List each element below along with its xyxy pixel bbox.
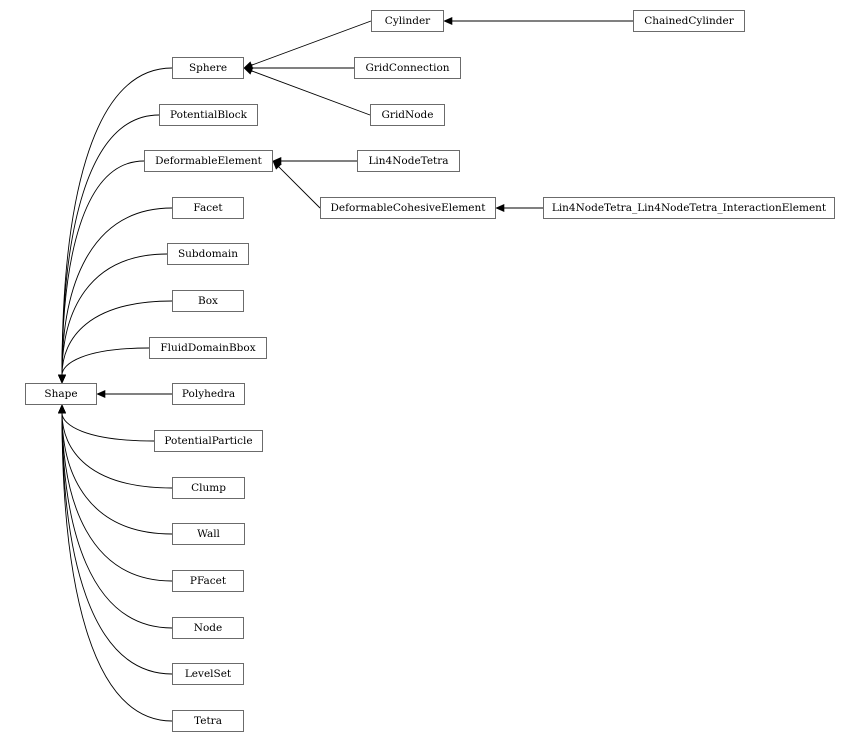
class-node-pfacet[interactable]: PFacet (172, 570, 244, 592)
edge-tetra-to-shape (58, 404, 173, 722)
edge-line (61, 160, 145, 376)
class-node-box[interactable]: Box (172, 290, 244, 312)
edge-line (61, 412, 173, 535)
class-node-node[interactable]: Node (172, 617, 244, 639)
arrowhead-icon (58, 374, 66, 384)
edge-line (61, 412, 173, 722)
class-node-levelset[interactable]: LevelSet (172, 663, 244, 685)
edge-cylinder-to-sphere (243, 20, 372, 69)
edge-subdomain-to-shape (58, 253, 168, 384)
edge-line (61, 300, 173, 376)
arrowhead-icon (58, 404, 66, 414)
class-node-shape[interactable]: Shape (25, 383, 97, 405)
class-node-polyhedra[interactable]: Polyhedra (172, 383, 245, 405)
edge-deformableelement-to-shape (58, 160, 145, 384)
class-node-deformablecohesiveelement[interactable]: DeformableCohesiveElement (320, 197, 496, 219)
edge-line (251, 70, 371, 116)
class-node-facet[interactable]: Facet (172, 197, 244, 219)
edge-line (61, 253, 168, 376)
edge-lin4nodetetra-to-deformableelement (272, 157, 357, 165)
edge-line (61, 412, 173, 629)
edge-line (61, 347, 150, 376)
arrowhead-icon (96, 390, 106, 398)
edge-chainedcylinder-to-cylinder (443, 17, 633, 25)
edge-line (61, 412, 173, 675)
class-node-potentialparticle[interactable]: PotentialParticle (154, 430, 263, 452)
arrowhead-icon (272, 160, 282, 170)
class-node-gridnode[interactable]: GridNode (370, 104, 445, 126)
class-node-chainedcylinder[interactable]: ChainedCylinder (633, 10, 745, 32)
arrowhead-icon (443, 17, 453, 25)
class-node-deformableelement[interactable]: DeformableElement (144, 150, 273, 172)
edge-gridnode-to-sphere (243, 67, 371, 116)
edge-line (61, 412, 173, 582)
class-node-lin4nodetetra[interactable]: Lin4NodeTetra (357, 150, 460, 172)
class-node-potentialblock[interactable]: PotentialBlock (159, 104, 258, 126)
edge-lin4nodetetra-lin4nodetetra-interactionelement-to-deformablecohesiveelement (495, 204, 543, 212)
arrowhead-icon (495, 204, 505, 212)
edge-line (61, 412, 155, 442)
edge-wall-to-shape (58, 404, 173, 535)
class-node-cylinder[interactable]: Cylinder (371, 10, 444, 32)
class-node-subdomain[interactable]: Subdomain (167, 243, 249, 265)
edge-fluiddomainbbox-to-shape (58, 347, 150, 384)
class-node-gridconnection[interactable]: GridConnection (354, 57, 461, 79)
edge-line (278, 166, 321, 209)
class-node-sphere[interactable]: Sphere (172, 57, 244, 79)
edge-deformablecohesiveelement-to-deformableelement (272, 160, 321, 209)
arrowhead-icon (243, 67, 254, 75)
edge-polyhedra-to-shape (96, 390, 172, 398)
edge-gridconnection-to-sphere (243, 64, 354, 72)
class-node-lin4nodetetra-lin4nodetetra-interactionelement[interactable]: Lin4NodeTetra_Lin4NodeTetra_InteractionE… (543, 197, 835, 219)
edge-potentialparticle-to-shape (58, 404, 155, 442)
edge-line (251, 20, 372, 66)
edge-line (61, 207, 173, 376)
class-node-wall[interactable]: Wall (172, 523, 245, 545)
edge-line (61, 412, 173, 489)
inheritance-edges (58, 17, 633, 722)
edge-line (61, 67, 173, 376)
class-node-fluiddomainbbox[interactable]: FluidDomainBbox (149, 337, 267, 359)
class-node-clump[interactable]: Clump (172, 477, 245, 499)
class-node-tetra[interactable]: Tetra (172, 710, 244, 732)
